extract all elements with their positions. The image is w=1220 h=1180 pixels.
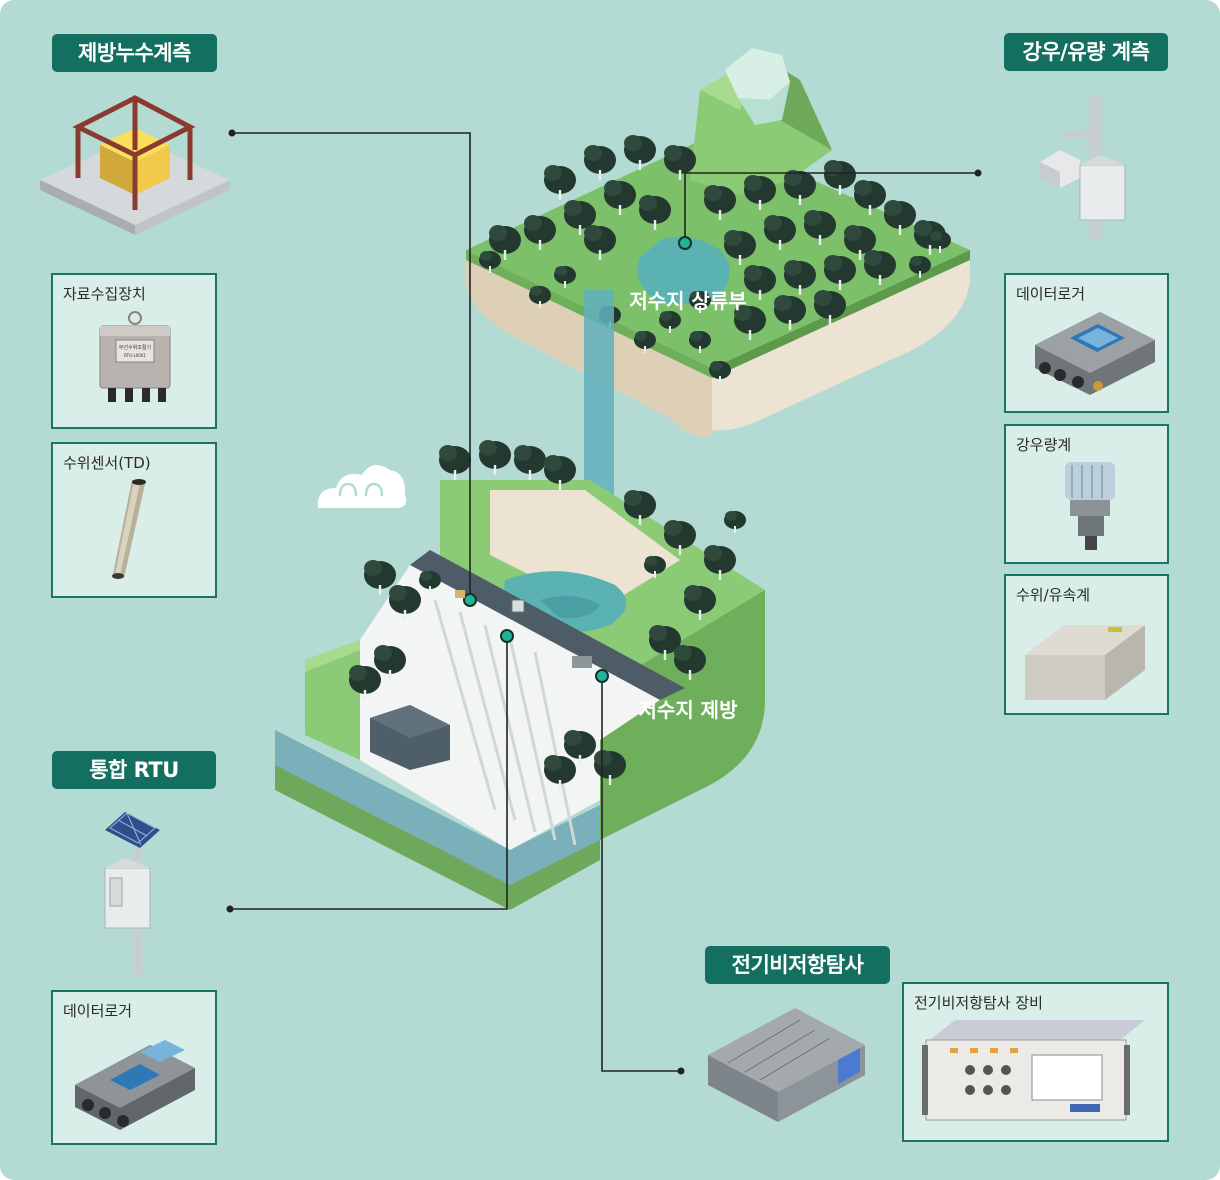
tag-integrated-rtu: 통합 RTU [52, 751, 216, 789]
marker-leak [463, 593, 477, 607]
dam-label: 저수지 제방 [639, 698, 739, 722]
logger-left-device [75, 1040, 195, 1130]
card-level-flow-meter-label: 수위/유속계 [1016, 586, 1091, 604]
collector-plate-line2: RTU-L0001 [124, 353, 146, 358]
tag-rainfall-flow: 강우/유량 계측 [1004, 33, 1168, 71]
flow-meter-device [1025, 625, 1145, 700]
card-data-collector: 자료수집장치 [51, 273, 217, 429]
collector-plate-line1: 무선수위조절기 [119, 344, 151, 351]
upstream-label: 저수지 상류부 [629, 289, 746, 313]
card-rain-gauge-label: 강우량계 [1016, 436, 1072, 454]
collector-device: 무선수위조절기 RTU-L0001 [99, 311, 171, 402]
rain-flow-station-illustration [1040, 95, 1126, 240]
level-sensor-device [112, 479, 146, 579]
card-data-collector-label: 자료수집장치 [63, 285, 146, 303]
card-data-logger-right-label: 데이터로거 [1016, 285, 1086, 303]
logger-right-device [1035, 312, 1155, 395]
card-level-sensor-label: 수위센서(TD) [63, 454, 151, 472]
card-data-logger-left-label: 데이터로거 [63, 1002, 133, 1020]
card-resistivity-equipment-label: 전기비저항탐사 장비 [914, 994, 1043, 1012]
rain-gauge-device [1065, 462, 1115, 550]
resistivity-equipment-photo [922, 1020, 1145, 1121]
marker-rtu [500, 629, 514, 643]
dam-block [275, 440, 765, 910]
tag-embankment-leak: 제방누수계측 [52, 34, 217, 72]
leak-monitor-illustration [40, 95, 230, 235]
marker-resist [595, 669, 609, 683]
resistivity-instrument-illustration [708, 1008, 865, 1122]
rtu-illustration [104, 812, 160, 975]
leader-lines [230, 132, 978, 1072]
cloud-icon [317, 465, 407, 508]
sensor-markers [463, 236, 692, 683]
marker-rain [678, 236, 692, 250]
tag-electrical-resistivity: 전기비저항탐사 [705, 946, 890, 984]
